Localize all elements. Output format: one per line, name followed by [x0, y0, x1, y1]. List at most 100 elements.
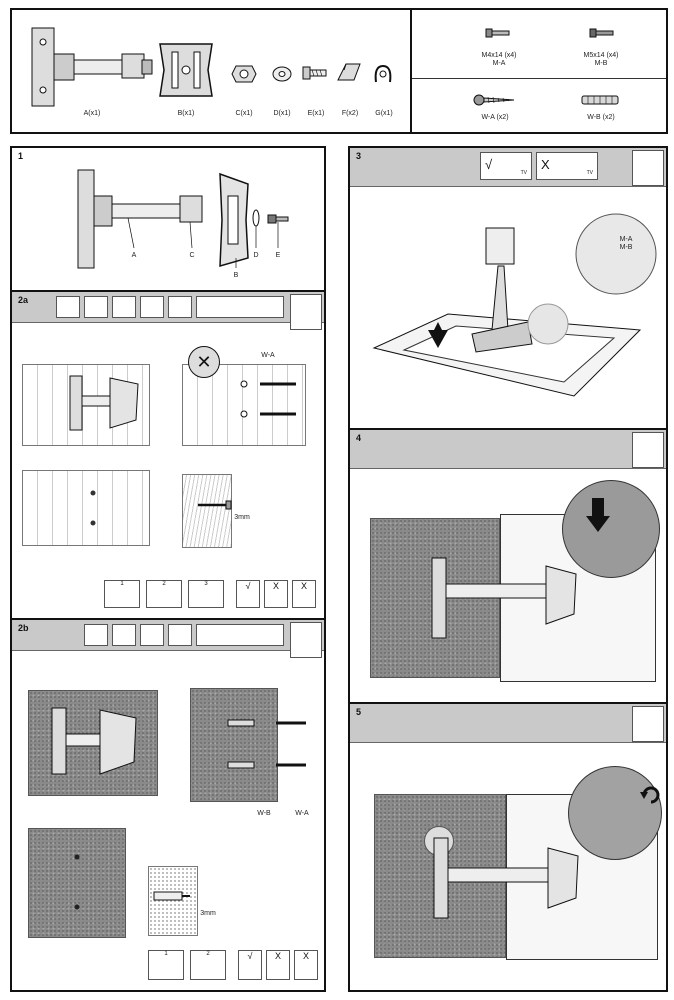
tool-level-icon [56, 296, 80, 318]
wall-plug-wb-icon [581, 95, 619, 105]
cross-icon: X [541, 157, 550, 172]
screwdriver-icon [290, 294, 322, 330]
step-1-panel: 1 A C B D E [10, 146, 326, 292]
step-5-number: 5 [356, 707, 362, 717]
screw-wa-label: W-A (x2) [481, 114, 509, 121]
step-2b-sub-1: 1 [148, 950, 184, 980]
step-1-number: 1 [18, 151, 24, 161]
screws-divider [412, 78, 666, 79]
step-2a-screws-drawing [240, 380, 296, 418]
tool-pencil-icon [84, 296, 108, 318]
step-2b-check-ok: √ [238, 950, 262, 980]
part-f-label: F(x2) [341, 110, 359, 117]
step-3-mb-label: M-B [619, 244, 633, 251]
tool-drill-icon [168, 296, 192, 318]
screw-wb-label: W-B (x2) [587, 114, 615, 121]
step-2a-wood-section [182, 474, 232, 548]
cross-icon: X [274, 951, 281, 961]
step-2a-sub-2-label: 2 [162, 581, 166, 587]
cross-icon: X [272, 581, 279, 591]
part-c-nut-drawing [231, 65, 257, 83]
step-2b-sub-1-label: 1 [164, 951, 168, 957]
step-2b-sub-2-label: 2 [206, 951, 210, 957]
step-2b-wa-label: W-A [295, 810, 309, 817]
tv-label: TV [520, 170, 527, 176]
step-5-panel: 5 [348, 702, 668, 992]
part-c-label: C(x1) [235, 110, 253, 117]
step-3-header: 3 √ TV X TV [350, 148, 666, 187]
step-3-tv-back-drawing [372, 213, 657, 397]
tool-pencil-icon [84, 624, 108, 646]
two-person-lift-icon [632, 432, 664, 468]
step-5-mounted-arm-drawing [433, 837, 579, 919]
part-e-bolt-drawing [302, 66, 327, 80]
step-2b-check-no-2: X [294, 950, 318, 980]
step-2b-wb-label: W-B [257, 810, 271, 817]
part-e-label: E(x1) [307, 110, 325, 117]
step-1-label-b: B [233, 272, 239, 279]
step-2b-depth-label: 3mm [200, 910, 216, 917]
step-2b-concrete-section [148, 866, 198, 936]
parts-divider [410, 10, 412, 132]
step-3-wrong-orientation: X TV [536, 152, 598, 180]
step-2a-check-no-1: X [264, 580, 288, 608]
step-2a-check-ok: √ [236, 580, 260, 608]
tool-screwdriver-icon [140, 296, 164, 318]
screwdriver-icon [290, 622, 322, 658]
step-4-mounted-arm-drawing [431, 557, 577, 639]
step-4-header: 4 [350, 430, 666, 469]
step-2a-sub-3-label: 3 [204, 581, 208, 587]
step-2b-plugs-drawing [227, 719, 306, 769]
step-2b-concrete-wall-plugs [190, 688, 278, 802]
part-g-clip-drawing [374, 64, 392, 83]
step-5-header: 5 [350, 704, 666, 743]
step-2a-header: 2a [12, 292, 324, 323]
step-3-number: 3 [356, 151, 362, 161]
screw-ma-size: M4x14 (x4) [481, 52, 517, 59]
tool-screwdriver-icon [140, 624, 164, 646]
step-3-correct-orientation: √ TV [480, 152, 532, 180]
screw-ma-code: M-A [492, 60, 506, 67]
part-a-label: A(x1) [83, 110, 101, 117]
no-stud-warning-icon: ✕ [188, 346, 220, 378]
step-3-ma-label: M-A [619, 236, 633, 243]
screw-mb-size: M5x14 (x4) [583, 52, 619, 59]
step-3-panel: 3 √ TV X TV M-A M-B [348, 146, 668, 430]
screwdriver-icon [632, 706, 664, 742]
drill-spec-card [196, 624, 284, 646]
step-2b-concrete-wall-drilled [28, 828, 126, 938]
step-2a-depth-label: 3mm [234, 514, 250, 521]
step-2b-drill-holes [74, 854, 80, 910]
step-2a-wall-drilled [22, 470, 150, 546]
cross-icon: X [302, 951, 309, 961]
cross-icon: X [300, 581, 307, 591]
step-2a-arm-on-wall-drawing [69, 375, 139, 431]
part-b-label: B(x1) [177, 110, 195, 117]
step-5-zoom-circle [568, 766, 662, 860]
screwdriver-icon [632, 150, 664, 186]
step-4-zoom-circle [562, 480, 660, 578]
down-arrow-icon [586, 498, 610, 532]
parts-list-panel: A(x1) B(x1) C(x1) D(x1) E(x1) F(x2) G(x1… [10, 8, 668, 134]
rotate-arrow-icon [640, 786, 660, 804]
step-2a-panel: 2a ✕ W-A 3mm 1 2 3 √ X X [10, 290, 326, 620]
tool-drill-bit-icon [112, 624, 136, 646]
tv-label: TV [586, 170, 593, 176]
step-2b-check-no-1: X [266, 950, 290, 980]
step-2a-sub-2: 2 [146, 580, 182, 608]
step-2b-panel: 2b W-B W-A 3mm 1 2 √ X X [10, 618, 326, 992]
step-1-label-d: D [253, 252, 259, 259]
step-1-label-c: C [189, 252, 195, 259]
part-f-spacer-drawing [337, 63, 361, 81]
step-1-assembly-drawing [77, 169, 289, 269]
step-2a-depth-screw [198, 500, 232, 510]
check-icon: √ [247, 951, 253, 961]
wood-screw-wa-icon [473, 94, 515, 106]
step-2b-header: 2b [12, 620, 324, 651]
step-2a-sub-3: 3 [188, 580, 224, 608]
part-d-label: D(x1) [273, 110, 291, 117]
step-1-label-e: E [275, 252, 281, 259]
part-g-label: G(x1) [375, 110, 393, 117]
step-2a-check-no-2: X [292, 580, 316, 608]
step-4-panel: 4 [348, 428, 668, 704]
